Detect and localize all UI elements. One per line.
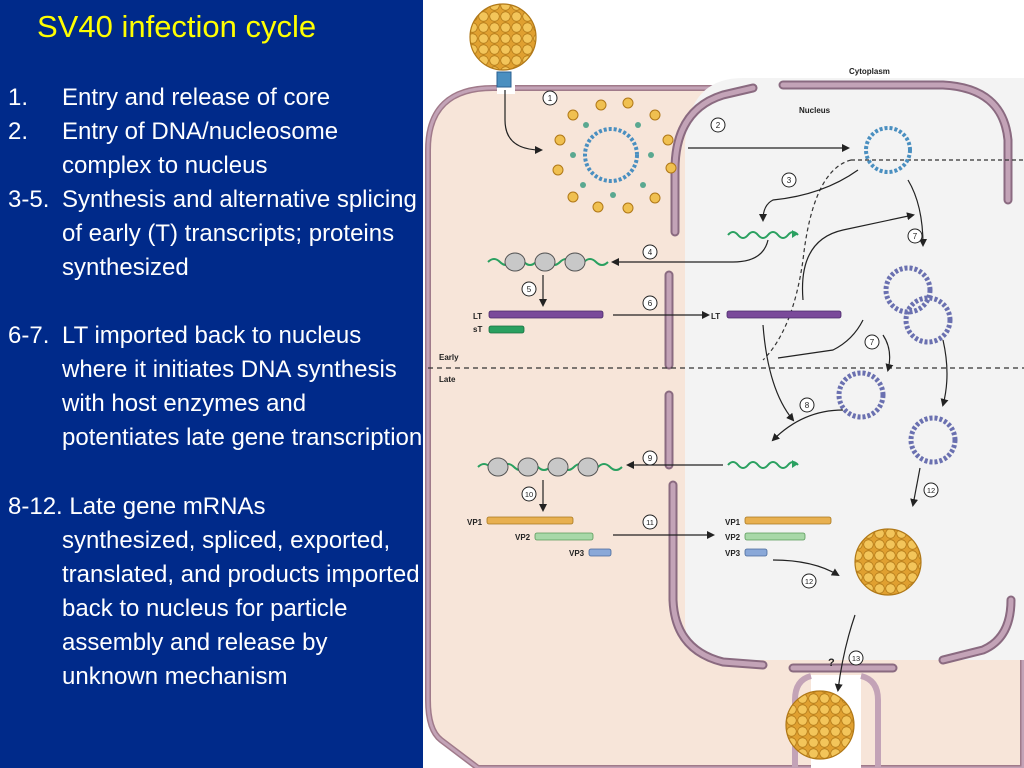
step-marker-6: 6 bbox=[642, 295, 658, 311]
step-text: Entry and release of core bbox=[62, 84, 331, 111]
step-item-2: 2. Entry of DNA/nucleosome complex to nu… bbox=[8, 115, 423, 183]
step-text: Late gene mRNAs bbox=[69, 493, 266, 520]
svg-text:2: 2 bbox=[716, 121, 721, 130]
svg-text:VP1: VP1 bbox=[467, 518, 483, 527]
svg-text:7: 7 bbox=[913, 232, 918, 241]
step-marker-2: 2 bbox=[710, 117, 726, 133]
st-protein bbox=[488, 325, 525, 334]
step-text-continuation: synthesized, spliced, exported, translat… bbox=[62, 527, 420, 690]
svg-text:11: 11 bbox=[646, 518, 654, 527]
step-item-1: 1. Entry and release of core bbox=[8, 81, 423, 115]
svg-text:12: 12 bbox=[927, 486, 935, 495]
step-marker-13: 13 bbox=[848, 650, 864, 666]
incoming-virion bbox=[469, 3, 537, 71]
progeny-dna-1 bbox=[836, 370, 886, 420]
step-item-8-12: 8-12. Late gene mRNAs synthesized, splic… bbox=[8, 490, 423, 694]
cytoplasm-label: Cytoplasm bbox=[849, 67, 890, 76]
vp3-protein-nuclear bbox=[744, 548, 768, 557]
lt-protein bbox=[488, 310, 604, 319]
vp3-protein bbox=[588, 548, 612, 557]
progeny-dna-2 bbox=[908, 415, 958, 465]
svg-text:LT: LT bbox=[711, 312, 720, 321]
step-marker-3: 3 bbox=[781, 172, 797, 188]
step-marker-1: 1 bbox=[542, 90, 558, 106]
step-marker-10: 10 bbox=[521, 486, 537, 502]
svg-text:LT: LT bbox=[473, 312, 482, 321]
svg-text:5: 5 bbox=[527, 285, 532, 294]
early-label: Early bbox=[439, 353, 459, 362]
polysome-early bbox=[487, 252, 609, 272]
vp2-protein bbox=[534, 532, 594, 541]
assembled-virion bbox=[854, 528, 922, 596]
step-text: LT imported back to nucleus where it ini… bbox=[62, 322, 423, 451]
svg-text:sT: sT bbox=[473, 325, 482, 334]
released-virion bbox=[785, 690, 855, 760]
vp1-protein bbox=[486, 516, 574, 525]
step-marker-8: 8 bbox=[799, 397, 815, 413]
polysome-late bbox=[477, 457, 623, 477]
step-number: 6-7. bbox=[8, 322, 50, 349]
vp2-protein-nuclear bbox=[744, 532, 806, 541]
step-number: 8-12. bbox=[8, 493, 63, 520]
svg-text:13: 13 bbox=[852, 654, 860, 663]
step-marker-7b: 7 bbox=[864, 334, 880, 350]
svg-text:6: 6 bbox=[648, 299, 653, 308]
late-label: Late bbox=[439, 375, 456, 384]
step-marker-11: 11 bbox=[642, 514, 658, 530]
svg-text:3: 3 bbox=[787, 176, 792, 185]
step-number: 1. bbox=[8, 84, 29, 111]
step-number: 2. bbox=[8, 118, 29, 145]
nucleus bbox=[685, 78, 1024, 660]
early-mrna bbox=[727, 231, 799, 239]
step-item-6-7: 6-7. LT imported back to nucleus where i… bbox=[8, 319, 423, 455]
svg-text:10: 10 bbox=[525, 490, 533, 499]
step-marker-4: 4 bbox=[642, 244, 658, 260]
step-marker-7a: 7 bbox=[907, 228, 923, 244]
step-item-3-5: 3-5. Synthesis and alternative splicing … bbox=[8, 183, 423, 285]
svg-text:1: 1 bbox=[548, 94, 553, 103]
lt-protein-nuclear bbox=[726, 310, 842, 319]
svg-text:VP2: VP2 bbox=[725, 533, 741, 542]
svg-text:VP1: VP1 bbox=[725, 518, 741, 527]
nucleus-label: Nucleus bbox=[799, 106, 831, 115]
step-marker-12b: 12 bbox=[923, 482, 939, 498]
receptor bbox=[496, 71, 512, 88]
svg-text:VP2: VP2 bbox=[515, 533, 531, 542]
svg-text:4: 4 bbox=[648, 248, 653, 257]
text-panel: SV40 infection cycle 1. Entry and releas… bbox=[0, 0, 423, 768]
uncoating-core bbox=[552, 97, 677, 214]
step-marker-9: 9 bbox=[642, 450, 658, 466]
svg-text:8: 8 bbox=[805, 401, 810, 410]
svg-text:12: 12 bbox=[805, 577, 813, 586]
nuclear-dna bbox=[864, 126, 912, 174]
step-text: Entry of DNA/nucleosome complex to nucle… bbox=[62, 118, 339, 179]
svg-text:7: 7 bbox=[870, 338, 875, 347]
svg-text:9: 9 bbox=[648, 454, 653, 463]
late-mrna bbox=[727, 461, 799, 469]
step-text: Synthesis and alternative splicing of ea… bbox=[62, 186, 417, 281]
step-marker-5: 5 bbox=[521, 281, 537, 297]
step-marker-12a: 12 bbox=[801, 573, 817, 589]
unknown-mechanism-mark: ? bbox=[828, 657, 835, 669]
svg-text:VP3: VP3 bbox=[569, 549, 585, 558]
replicating-dna bbox=[883, 265, 953, 345]
slide-title: SV40 infection cycle bbox=[37, 9, 317, 44]
step-number: 3-5. bbox=[8, 186, 50, 213]
sv40-cycle-diagram: Early Late Cytoplasm Nucleus 1 2 3 bbox=[425, 3, 1024, 768]
svg-text:VP3: VP3 bbox=[725, 549, 741, 558]
vp1-protein-nuclear bbox=[744, 516, 832, 525]
